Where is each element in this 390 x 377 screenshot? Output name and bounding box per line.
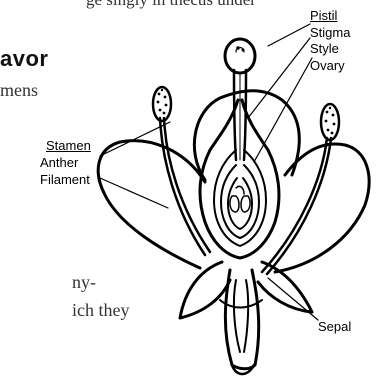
label-filament: Filament — [40, 173, 90, 187]
right-stamen — [262, 104, 339, 274]
stigma-head — [225, 39, 255, 73]
label-pistil: Pistil — [310, 9, 337, 23]
label-ovary: Ovary — [310, 59, 345, 73]
label-anther: Anther — [40, 156, 78, 170]
left-petal — [98, 141, 205, 268]
ovary-structure — [200, 100, 279, 258]
label-stigma: Stigma — [310, 26, 350, 40]
sepals — [180, 262, 312, 374]
style-tube — [234, 70, 246, 160]
label-stamen: Stamen — [46, 139, 91, 153]
label-style: Style — [310, 42, 339, 56]
label-sepal: Sepal — [318, 320, 351, 334]
